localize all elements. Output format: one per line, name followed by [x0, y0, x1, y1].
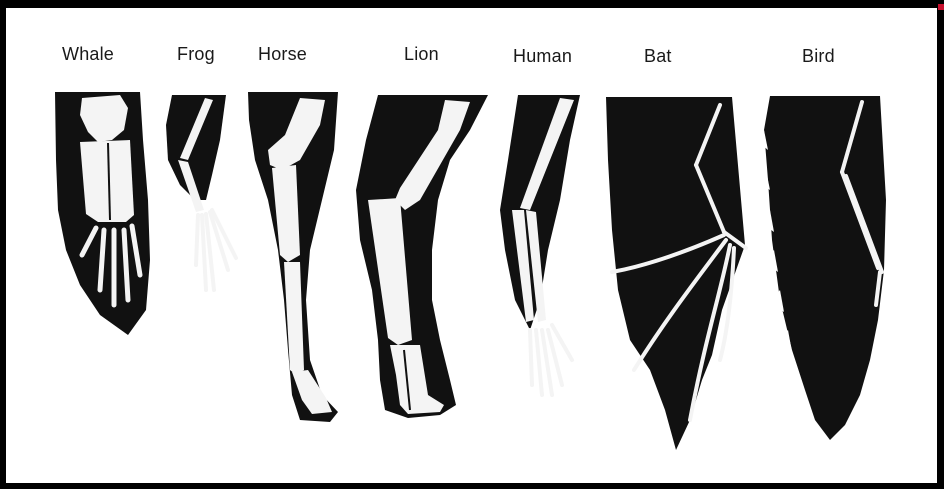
bird-limb	[756, 96, 886, 440]
whale-radius-ulna	[80, 140, 134, 222]
bat-limb	[606, 97, 746, 450]
horse-limb	[248, 92, 338, 422]
human-limb	[500, 95, 580, 395]
whale-limb	[55, 92, 150, 335]
human-digits	[530, 325, 572, 395]
frog-digits	[196, 210, 236, 290]
horse-radius	[272, 165, 300, 262]
frog-silhouette	[166, 95, 226, 200]
frog-limb	[166, 95, 236, 290]
lion-limb	[356, 95, 488, 418]
bird-wing-silhouette	[764, 96, 886, 440]
